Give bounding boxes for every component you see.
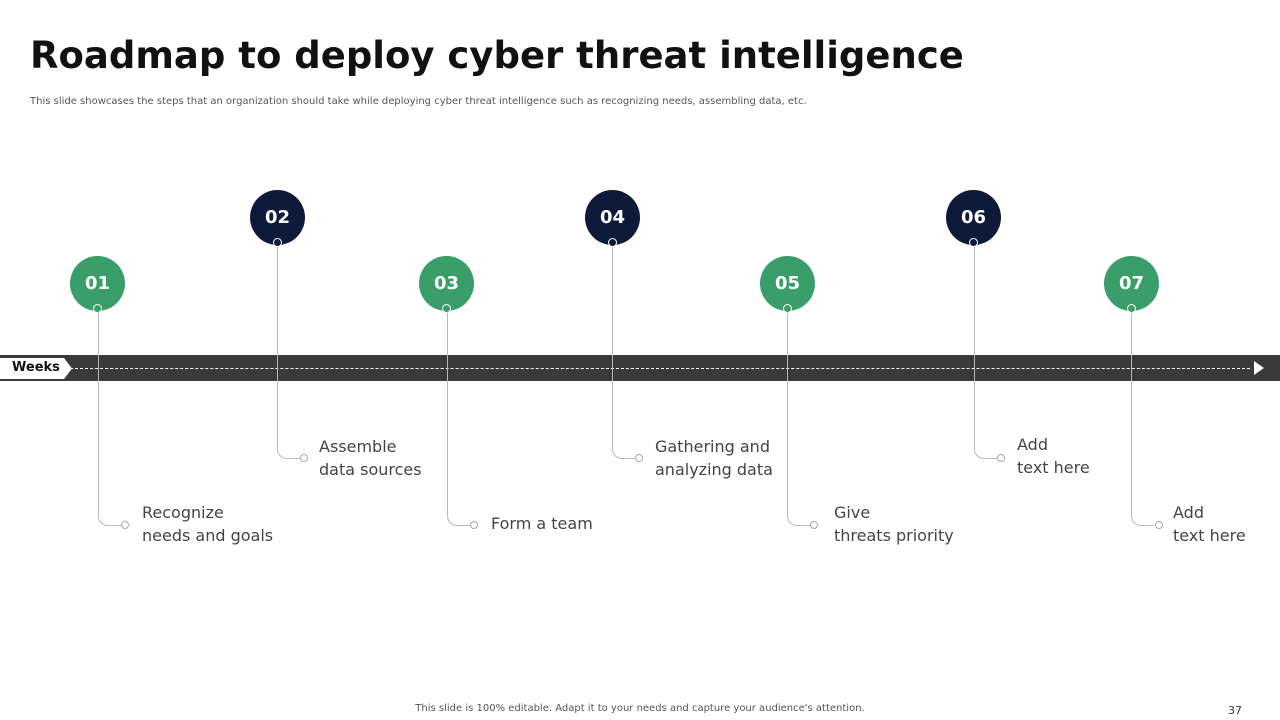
step-03-connector-elbow xyxy=(447,506,470,526)
step-04-endpoint-dot xyxy=(635,454,643,462)
step-03-endpoint-dot xyxy=(470,521,478,529)
slide-title: Roadmap to deploy cyber threat intellige… xyxy=(30,34,964,77)
step-06-connector-elbow xyxy=(974,439,997,459)
step-02-number-badge: 02 xyxy=(250,190,305,247)
step-04-text: Gathering and analyzing data xyxy=(655,435,773,481)
step-05-anchor-dot xyxy=(783,304,792,313)
step-05-number: 05 xyxy=(774,273,801,294)
step-07-line1: Add xyxy=(1173,503,1204,522)
step-03-number-badge: 03 xyxy=(419,256,474,313)
step-02-endpoint-dot xyxy=(300,454,308,462)
step-06-line1: Add xyxy=(1017,435,1048,454)
step-06-text: Add text here xyxy=(1017,433,1090,479)
step-05-number-badge: 05 xyxy=(760,256,815,313)
step-04-anchor-dot xyxy=(608,238,617,247)
step-04-number: 04 xyxy=(599,207,626,228)
step-06-connector xyxy=(974,240,975,448)
step-04-connector-elbow xyxy=(612,439,635,459)
step-07-line2: text here xyxy=(1173,526,1246,545)
step-05-text: Give threats priority xyxy=(834,501,954,547)
step-06-endpoint-dot xyxy=(997,454,1005,462)
step-03-text: Form a team xyxy=(491,512,593,535)
step-06-number: 06 xyxy=(960,207,987,228)
slide-footer: This slide is 100% editable. Adapt it to… xyxy=(415,703,865,714)
step-01-number: 01 xyxy=(84,273,111,294)
step-06-number-badge: 06 xyxy=(946,190,1001,247)
step-06-line2: text here xyxy=(1017,458,1090,477)
step-02-connector xyxy=(277,240,278,448)
step-04-line1: Gathering and xyxy=(655,437,770,456)
step-01-connector xyxy=(98,306,99,516)
step-05-endpoint-dot xyxy=(810,521,818,529)
step-05-connector-elbow xyxy=(787,506,810,526)
step-03-number: 03 xyxy=(433,273,460,294)
step-05-line1: Give xyxy=(834,503,871,522)
step-05-line2: threats priority xyxy=(834,526,954,545)
step-04-connector xyxy=(612,240,613,448)
timeline-label: Weeks xyxy=(12,360,60,375)
step-07-text: Add text here xyxy=(1173,501,1246,547)
step-02-text: Assemble data sources xyxy=(319,435,422,481)
step-01-anchor-dot xyxy=(93,304,102,313)
step-03-anchor-dot xyxy=(442,304,451,313)
step-01-line1: Recognize xyxy=(142,503,224,522)
timeline-dashed-line xyxy=(70,368,1250,369)
step-07-connector xyxy=(1131,306,1132,516)
step-02-anchor-dot xyxy=(273,238,282,247)
slide-subtitle: This slide showcases the steps that an o… xyxy=(30,96,807,107)
step-07-anchor-dot xyxy=(1127,304,1136,313)
page-number: 37 xyxy=(1228,704,1242,717)
step-04-line2: analyzing data xyxy=(655,460,773,479)
step-07-number: 07 xyxy=(1118,273,1145,294)
step-01-number-badge: 01 xyxy=(70,256,125,313)
step-01-line2: needs and goals xyxy=(142,526,274,545)
step-05-connector xyxy=(787,306,788,516)
step-02-line1: Assemble xyxy=(319,437,397,456)
step-06-anchor-dot xyxy=(969,238,978,247)
step-01-connector-elbow xyxy=(98,506,121,526)
step-03-line1: Form a team xyxy=(491,514,593,533)
step-01-text: Recognize needs and goals xyxy=(142,501,273,547)
timeline-arrow-icon xyxy=(1254,361,1264,375)
step-01-endpoint-dot xyxy=(121,521,129,529)
step-02-number: 02 xyxy=(264,207,291,228)
step-07-number-badge: 07 xyxy=(1104,256,1159,313)
step-07-connector-elbow xyxy=(1131,506,1154,526)
step-07-endpoint-dot xyxy=(1155,521,1163,529)
step-02-line2: data sources xyxy=(319,460,422,479)
timeline-label-tag: Weeks xyxy=(0,358,72,379)
step-03-connector xyxy=(447,306,448,516)
step-02-connector-elbow xyxy=(277,439,300,459)
step-04-number-badge: 04 xyxy=(585,190,640,247)
